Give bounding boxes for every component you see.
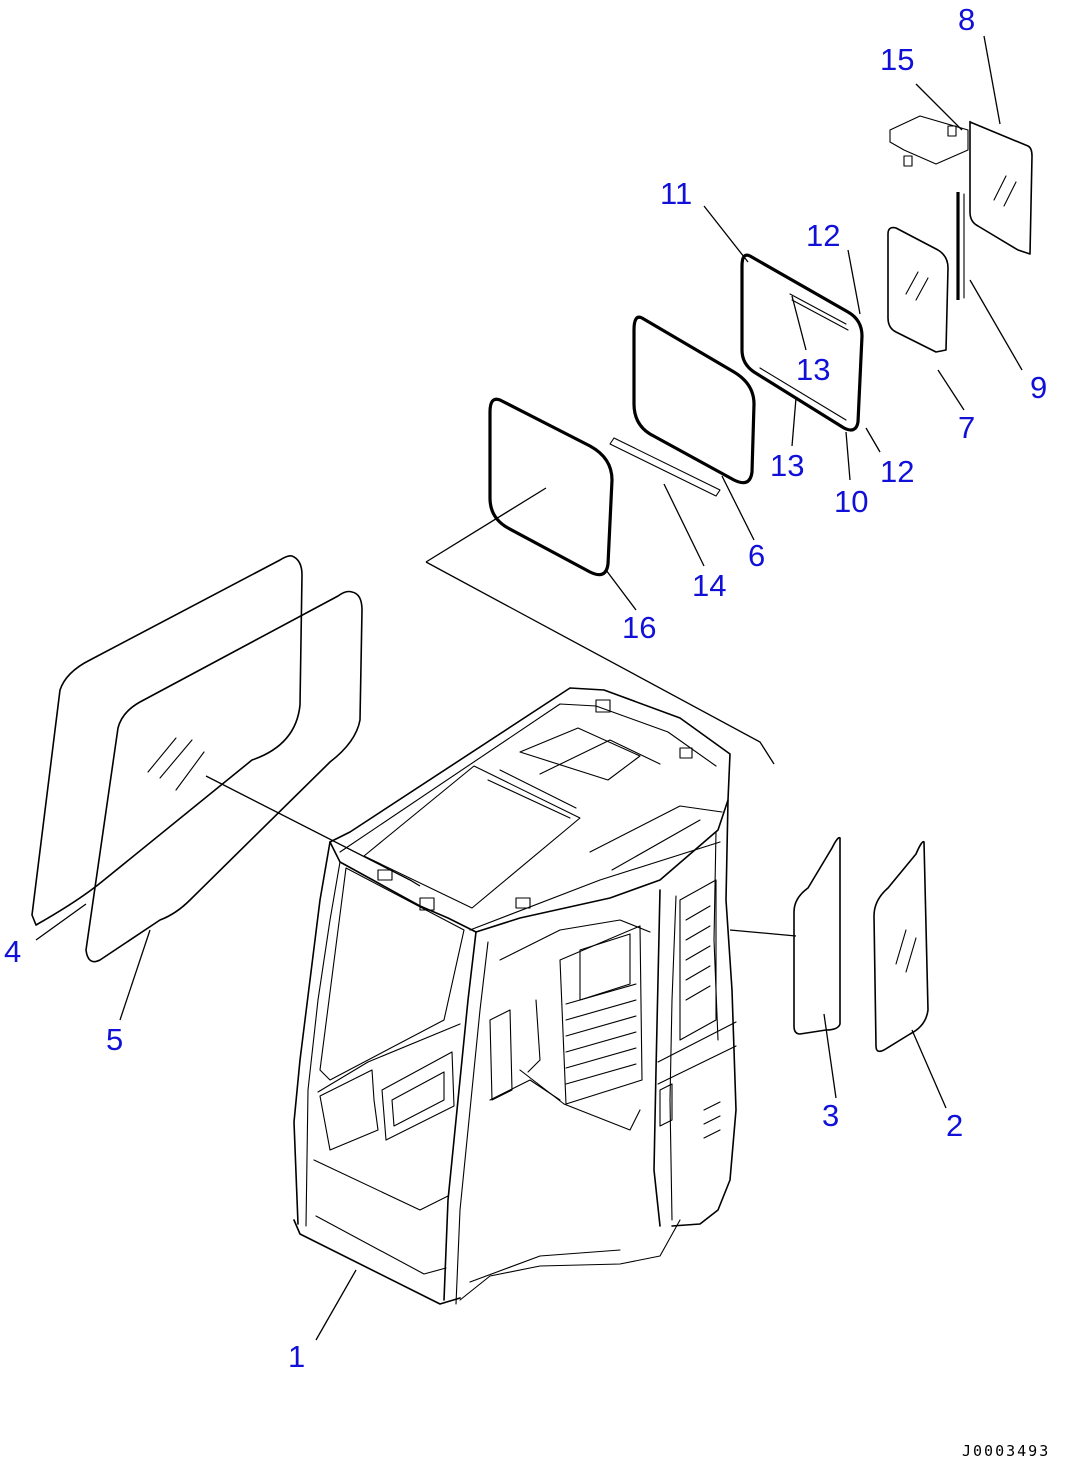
callout-8: 8 [958,2,975,37]
callout-6: 6 [748,538,765,573]
callout-5: 5 [106,1022,123,1057]
leader-lines [35,35,1023,1341]
part-2-glass [873,840,929,1053]
callout-12-lower: 12 [880,454,914,489]
callout-16: 16 [622,610,656,645]
callout-10: 10 [834,484,868,519]
callout-12-upper: 12 [806,218,840,253]
callout-7: 7 [958,410,975,445]
callout-3: 3 [822,1098,839,1133]
drawing-code: J0003493 [962,1442,1050,1460]
callout-11: 11 [660,176,692,211]
callout-15: 15 [880,42,914,77]
part-6-window-seal [632,315,756,485]
part-8-glass [889,115,1033,255]
part-5-side-glass [85,590,363,963]
callout-1: 1 [288,1339,305,1374]
callout-labels: 1 2 3 4 5 6 7 8 9 10 11 12 12 13 13 14 1… [4,2,1047,1374]
part-7-small-glass [887,226,949,353]
part-11-frame [740,253,864,432]
part-4-side-glass [31,555,303,926]
part-3-glass [793,836,841,1035]
part-14-strip [609,437,721,497]
reference-lines [205,487,797,937]
callout-14: 14 [692,568,726,603]
callout-2: 2 [946,1108,963,1143]
callout-13-upper: 13 [796,352,830,387]
callout-4: 4 [4,934,21,969]
part-16-window-seal [488,397,614,577]
callout-13-lower: 13 [770,448,804,483]
part-1-cab-body [293,687,737,1305]
part-9-rubber-strip [956,192,965,300]
callout-9: 9 [1030,370,1047,405]
